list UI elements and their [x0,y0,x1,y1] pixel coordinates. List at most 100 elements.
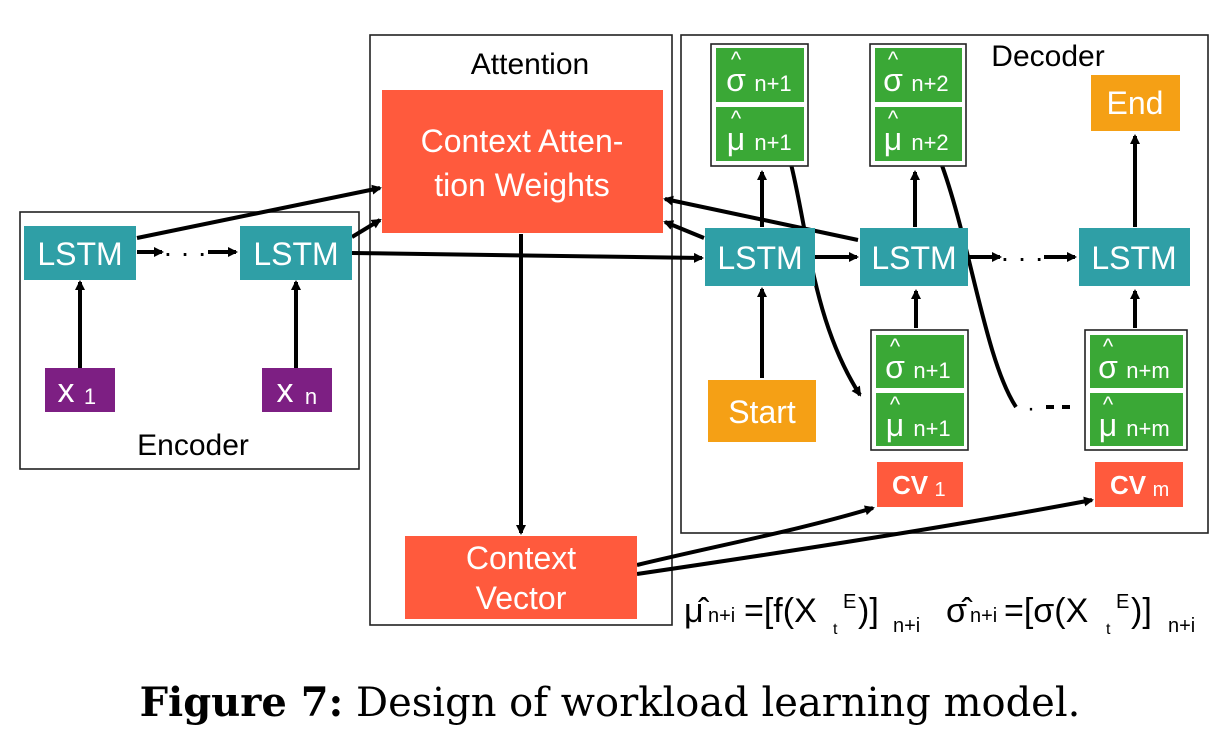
arrow-vector-to-cvm [636,496,1094,576]
input-x1: x 1 [45,368,115,412]
mu-box [716,107,804,161]
sigma-box [875,48,962,102]
end-token: End [1091,75,1180,131]
weights-label-line1: Context Atten- [421,123,624,159]
sigma-symbol: σ [885,349,905,385]
cv-sub: 1 [934,479,945,501]
lstm-box [24,226,136,280]
attention-frame [369,34,673,626]
sigma-hat: ^ [1103,334,1114,359]
end-box [1091,75,1180,131]
cv-box [877,462,963,507]
mu-hat: ^ [888,106,899,131]
caption-label: Figure 7: [140,679,344,726]
mu-symbol: μ [1099,407,1117,443]
input-sub: n [305,384,317,409]
weights-box [382,90,663,233]
encoder-lstm-1: LSTM [24,226,136,280]
context-vector: Context Vector [405,536,637,619]
cv-label: CV [892,470,929,500]
sigma-sub: n+2 [911,71,948,96]
decoder-title: Decoder [991,40,1104,73]
arrow-vector-to-cv1 [636,505,875,567]
mu-symbol: μ [886,407,904,443]
encoder-ellipsis: · · · [163,237,207,268]
caption-text: Design of workload learning model. [343,680,1080,726]
mu-box [1090,393,1183,446]
formula-sigma-rhs: =[σ(X [1004,592,1088,630]
mu-sub: n+m [1126,416,1169,441]
attention-title: Attention [471,48,589,81]
weights-label-line2: tion Weights [434,167,610,203]
encoder-frame [19,211,360,470]
formula-mu-sub: n+i [708,605,735,627]
arrow-enc1-to-weights [136,184,382,240]
mu-sub: n+2 [911,130,948,155]
feedback-params-n1: ^ σ n+1 ^ μ n+1 [870,329,969,451]
lstm-box [240,226,352,280]
mu-symbol: μ [727,121,745,157]
formula-sigma-t: t [1106,621,1111,638]
formula-mu-out-sub: n+i [893,615,920,637]
output-params-n1: ^ σ n+1 ^ μ n+1 [710,43,809,167]
decoder-lstm-2: LSTM [860,228,968,286]
vector-label-line2: Vector [476,580,567,616]
connectors [75,134,1140,576]
figure-caption: Figure 7: Design of workload learning mo… [140,679,1081,726]
decoder-lstm-1: LSTM [705,228,815,286]
sigma-symbol: σ [883,62,903,98]
mu-sub: n+1 [913,416,950,441]
input-var: x [277,372,294,410]
sigma-hat: ^ [890,334,901,359]
lstm-box [705,228,815,286]
lstm-label: LSTM [717,240,802,276]
formula-mu-symbol: μ̂ [684,592,710,630]
arrow-dec1-to-weights [663,220,705,240]
sigma-symbol: σ [1098,349,1118,385]
input-sub: 1 [84,384,96,409]
lstm-label: LSTM [37,236,122,272]
sigma-hat: ^ [731,47,742,72]
feedback-ellipsis: · [1027,395,1035,422]
sigma-box [1090,335,1183,388]
arrow-enc-to-dec [351,251,704,263]
decoder-lstm-m: LSTM [1079,228,1190,286]
lstm-label: LSTM [1091,240,1176,276]
formula: μ̂ n+i =[f(X t E )] n+i σ̂ n+i =[σ(X t E… [684,591,1195,638]
mu-box [875,107,962,161]
encoder-lstm-n: LSTM [240,226,352,280]
formula-sigma-sub: n+i [970,605,997,627]
input-box [45,368,115,412]
output-params-n2: ^ σ n+2 ^ μ n+2 [869,43,967,167]
formula-mu-t: t [833,621,838,638]
formula-mu-close: )] [858,592,879,630]
mu-symbol: μ [884,121,902,157]
context-attention-weights: Context Atten- tion Weights [382,90,663,233]
arrow-encn-to-weights [350,218,382,239]
start-box [708,380,816,442]
cv-sub: m [1153,479,1170,501]
formula-mu-E: E [843,591,856,613]
lstm-label: LSTM [253,236,338,272]
sigma-box [876,335,964,388]
mu-hat: ^ [1103,392,1114,417]
formula-sigma-E: E [1116,591,1129,613]
formula-sigma-out-sub: n+i [1168,615,1195,637]
sigma-box [716,48,804,102]
formula-mu-rhs: =[f(X [744,592,817,630]
formula-sigma-symbol: σ̂ [946,592,973,630]
mu-hat: ^ [731,106,742,131]
mu-box [876,393,964,446]
start-label: Start [728,394,796,430]
formula-sigma-close: )] [1131,592,1152,630]
end-label: End [1107,85,1164,121]
feedback-params-nm: ^ σ n+m ^ μ n+m [1084,329,1188,451]
mu-hat: ^ [890,392,901,417]
sigma-sub: n+1 [913,358,950,383]
start-token: Start [708,380,816,442]
sigma-hat: ^ [888,47,899,72]
sigma-sub: n+1 [754,71,791,96]
vector-label-line1: Context [466,540,576,576]
decoder-ellipsis: · · · [1000,242,1044,273]
